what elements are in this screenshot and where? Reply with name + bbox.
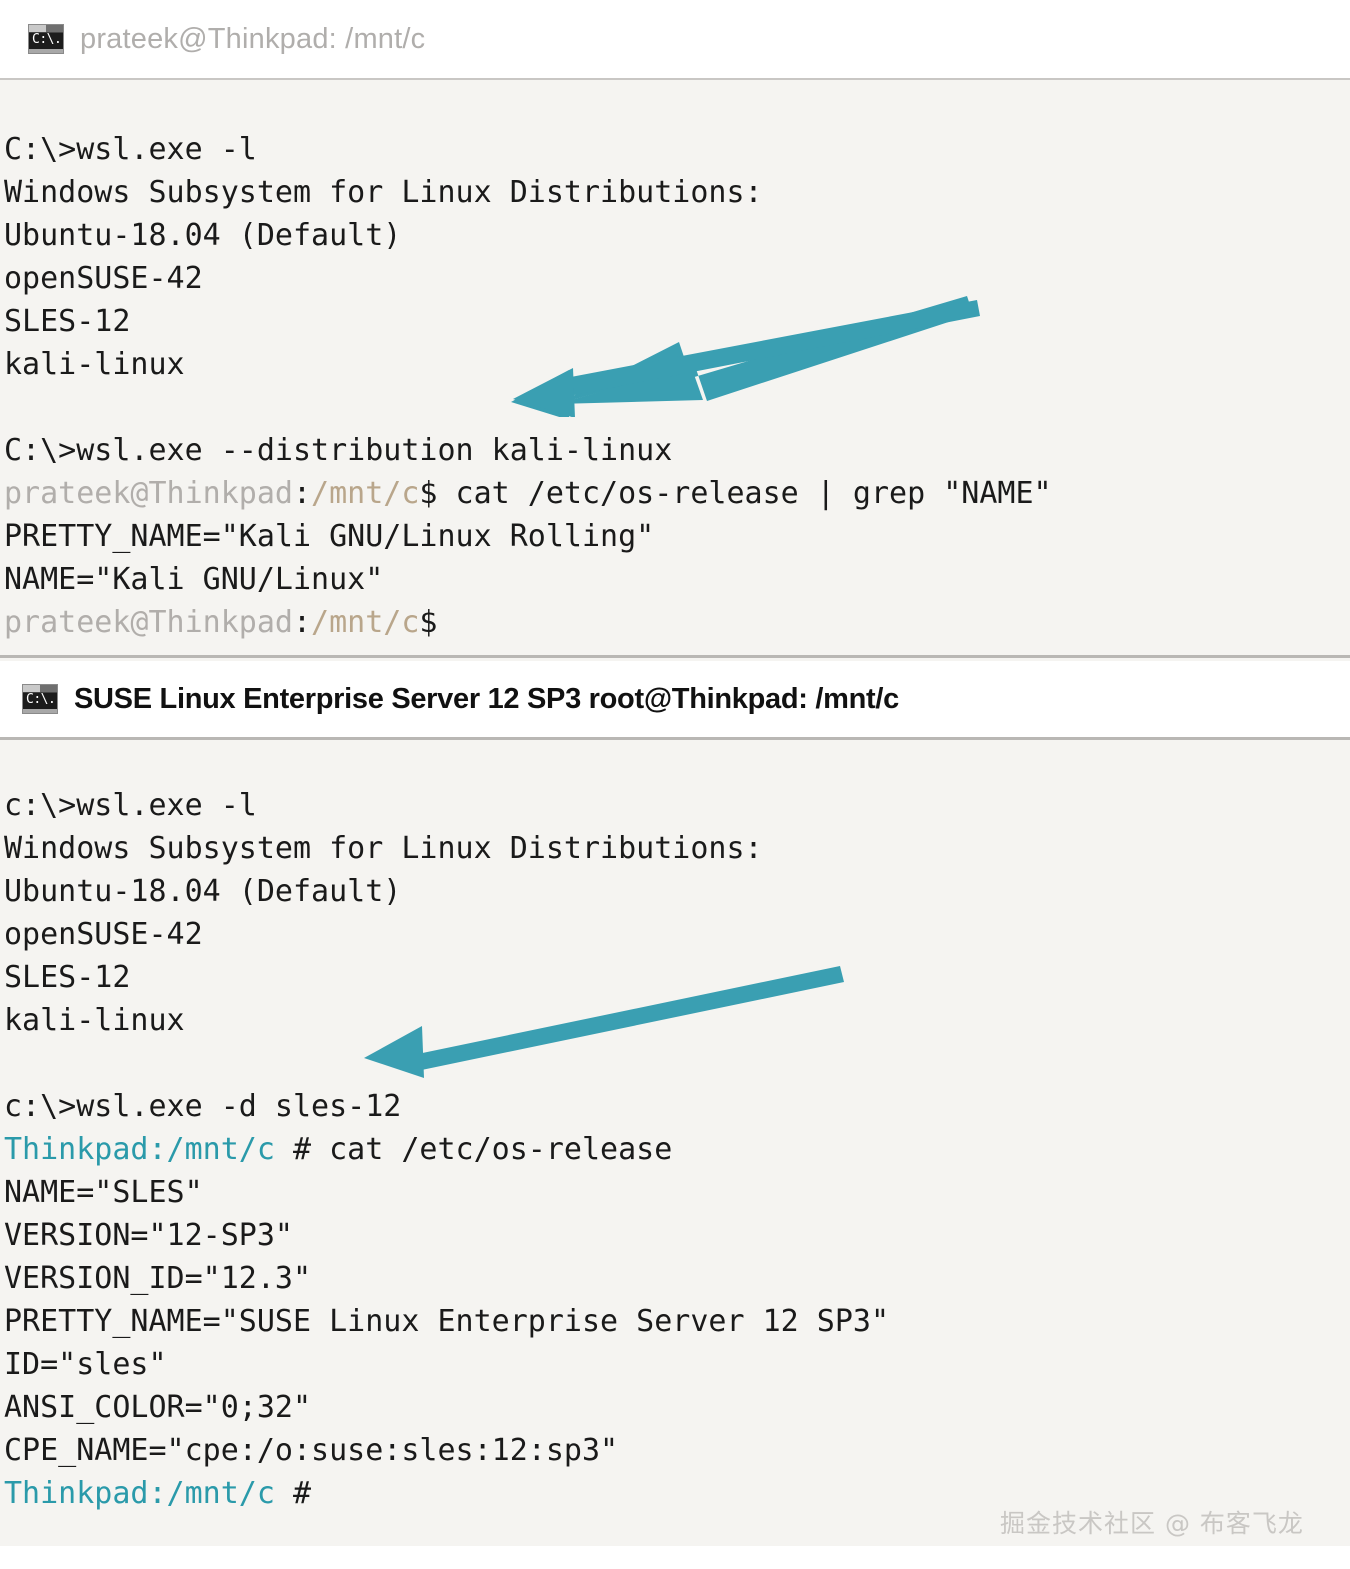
console-text-segment: Ubuntu-18.04 (Default) xyxy=(4,874,402,909)
console-text-segment: ID="sles" xyxy=(4,1347,167,1382)
console-text-segment: $ cat /etc/os-release | grep "NAME" xyxy=(419,476,1052,511)
console-line: Thinkpad:/mnt/c # cat /etc/os-release xyxy=(4,1128,1350,1171)
console-text-segment: VERSION="12-SP3" xyxy=(4,1218,293,1253)
window1-title: prateek@Thinkpad: /mnt/c xyxy=(80,22,426,55)
console-text-segment: Windows Subsystem for Linux Distribution… xyxy=(4,831,763,866)
console-icon-titlebar-strip xyxy=(29,25,63,33)
console-text-segment: $ xyxy=(419,605,438,640)
console-text-segment: VERSION_ID="12.3" xyxy=(4,1261,312,1296)
console-line: NAME="Kali GNU/Linux" xyxy=(4,558,1350,601)
console-icon-prompt-glyph: C:\. xyxy=(26,692,56,707)
console-line: Ubuntu-18.04 (Default) xyxy=(4,870,1350,913)
console-line: openSUSE-42 xyxy=(4,913,1350,956)
console-line: openSUSE-42 xyxy=(4,257,1350,300)
console-text-segment: ANSI_COLOR="0;32" xyxy=(4,1390,312,1425)
console-text-segment: CPE_NAME="cpe:/o:suse:sles:12:sp3" xyxy=(4,1433,619,1468)
console-line: ANSI_COLOR="0;32" xyxy=(4,1386,1350,1429)
window2-titlebar-divider xyxy=(0,737,1350,740)
console-line: Windows Subsystem for Linux Distribution… xyxy=(4,827,1350,870)
console-line: SLES-12 xyxy=(4,956,1350,999)
console-text-segment: openSUSE-42 xyxy=(4,917,203,952)
console-line: C:\>wsl.exe --distribution kali-linux xyxy=(4,429,1350,472)
console-text-segment: c:\>wsl.exe -d sles-12 xyxy=(4,1089,402,1124)
console-line: C:\>wsl.exe -l xyxy=(4,128,1350,171)
console-line: Thinkpad:/mnt/c # xyxy=(4,1472,1350,1515)
window1-titlebar-divider xyxy=(0,78,1350,80)
console-text-segment: /mnt/c xyxy=(311,476,420,511)
console-icon: C:\. xyxy=(22,684,58,714)
console-text-segment: SLES-12 xyxy=(4,304,131,339)
console-line: ID="sles" xyxy=(4,1343,1350,1386)
console-text-segment: : xyxy=(292,605,312,640)
console-text-segment: : xyxy=(292,476,312,511)
console-icon-prompt-glyph: C:\. xyxy=(32,32,62,47)
window2-titlebar[interactable]: C:\. SUSE Linux Enterprise Server 12 SP3… xyxy=(0,661,1350,737)
console-icon-base-strip xyxy=(29,49,63,53)
console-line: Ubuntu-18.04 (Default) xyxy=(4,214,1350,257)
console-icon-base-strip xyxy=(23,709,57,713)
console-text-segment: prateek@Thinkpad xyxy=(4,476,293,511)
window1-titlebar[interactable]: C:\. prateek@Thinkpad: /mnt/c xyxy=(0,0,1350,78)
console-text-segment: C:\>wsl.exe -l xyxy=(4,132,257,167)
window2-console-body[interactable]: c:\>wsl.exe -l Windows Subsystem for Linu… xyxy=(0,784,1350,1544)
console-text-segment: prateek@Thinkpad xyxy=(4,605,293,640)
watermark: 掘金技术社区 @ 布客飞龙 xyxy=(1000,1509,1304,1538)
console-text-segment: # cat /etc/os-release xyxy=(274,1132,673,1167)
console-text-segment: Ubuntu-18.04 (Default) xyxy=(4,218,402,253)
console-line xyxy=(4,1042,1350,1085)
console-text-segment: Windows Subsystem for Linux Distribution… xyxy=(4,175,763,210)
console-line: VERSION="12-SP3" xyxy=(4,1214,1350,1257)
console-line: SLES-12 xyxy=(4,300,1350,343)
console-text-segment: Thinkpad:/mnt/c xyxy=(4,1476,275,1511)
console-text-segment: /mnt/c xyxy=(311,605,420,640)
console-text-segment: kali-linux xyxy=(4,347,185,382)
window2-title: SUSE Linux Enterprise Server 12 SP3 root… xyxy=(74,682,900,715)
console-line: prateek@Thinkpad:/mnt/c$ cat /etc/os-rel… xyxy=(4,472,1350,515)
section-divider-top xyxy=(0,655,1350,658)
console-text-segment: kali-linux xyxy=(4,1003,185,1038)
console-text-segment: NAME="SLES" xyxy=(4,1175,203,1210)
page-bottom-padding xyxy=(0,1546,1350,1569)
console-text-segment: Thinkpad:/mnt/c xyxy=(4,1132,275,1167)
console-line: Windows Subsystem for Linux Distribution… xyxy=(4,171,1350,214)
console-line: kali-linux xyxy=(4,999,1350,1042)
console-line: NAME="SLES" xyxy=(4,1171,1350,1214)
console-line: PRETTY_NAME="Kali GNU/Linux Rolling" xyxy=(4,515,1350,558)
console-icon: C:\. xyxy=(28,24,64,54)
console-line xyxy=(4,386,1350,429)
window1-console-body[interactable]: C:\>wsl.exe -l Windows Subsystem for Linu… xyxy=(0,128,1350,648)
console-text-segment: SLES-12 xyxy=(4,960,131,995)
console-line: VERSION_ID="12.3" xyxy=(4,1257,1350,1300)
console-line: PRETTY_NAME="SUSE Linux Enterprise Serve… xyxy=(4,1300,1350,1343)
console-icon-titlebar-strip xyxy=(23,685,57,693)
console-line: CPE_NAME="cpe:/o:suse:sles:12:sp3" xyxy=(4,1429,1350,1472)
console-line: kali-linux xyxy=(4,343,1350,386)
console-text-segment: # xyxy=(274,1476,312,1511)
console-line: c:\>wsl.exe -l xyxy=(4,784,1350,827)
console-text-segment: PRETTY_NAME="SUSE Linux Enterprise Serve… xyxy=(4,1304,890,1339)
console-line: c:\>wsl.exe -d sles-12 xyxy=(4,1085,1350,1128)
console-text-segment: openSUSE-42 xyxy=(4,261,203,296)
console-text-segment: NAME="Kali GNU/Linux" xyxy=(4,562,384,597)
console-line: prateek@Thinkpad:/mnt/c$ xyxy=(4,601,1350,644)
console-text-segment: C:\>wsl.exe --distribution kali-linux xyxy=(4,433,673,468)
console-text-segment: c:\>wsl.exe -l xyxy=(4,788,257,823)
console-text-segment: PRETTY_NAME="Kali GNU/Linux Rolling" xyxy=(4,519,655,554)
